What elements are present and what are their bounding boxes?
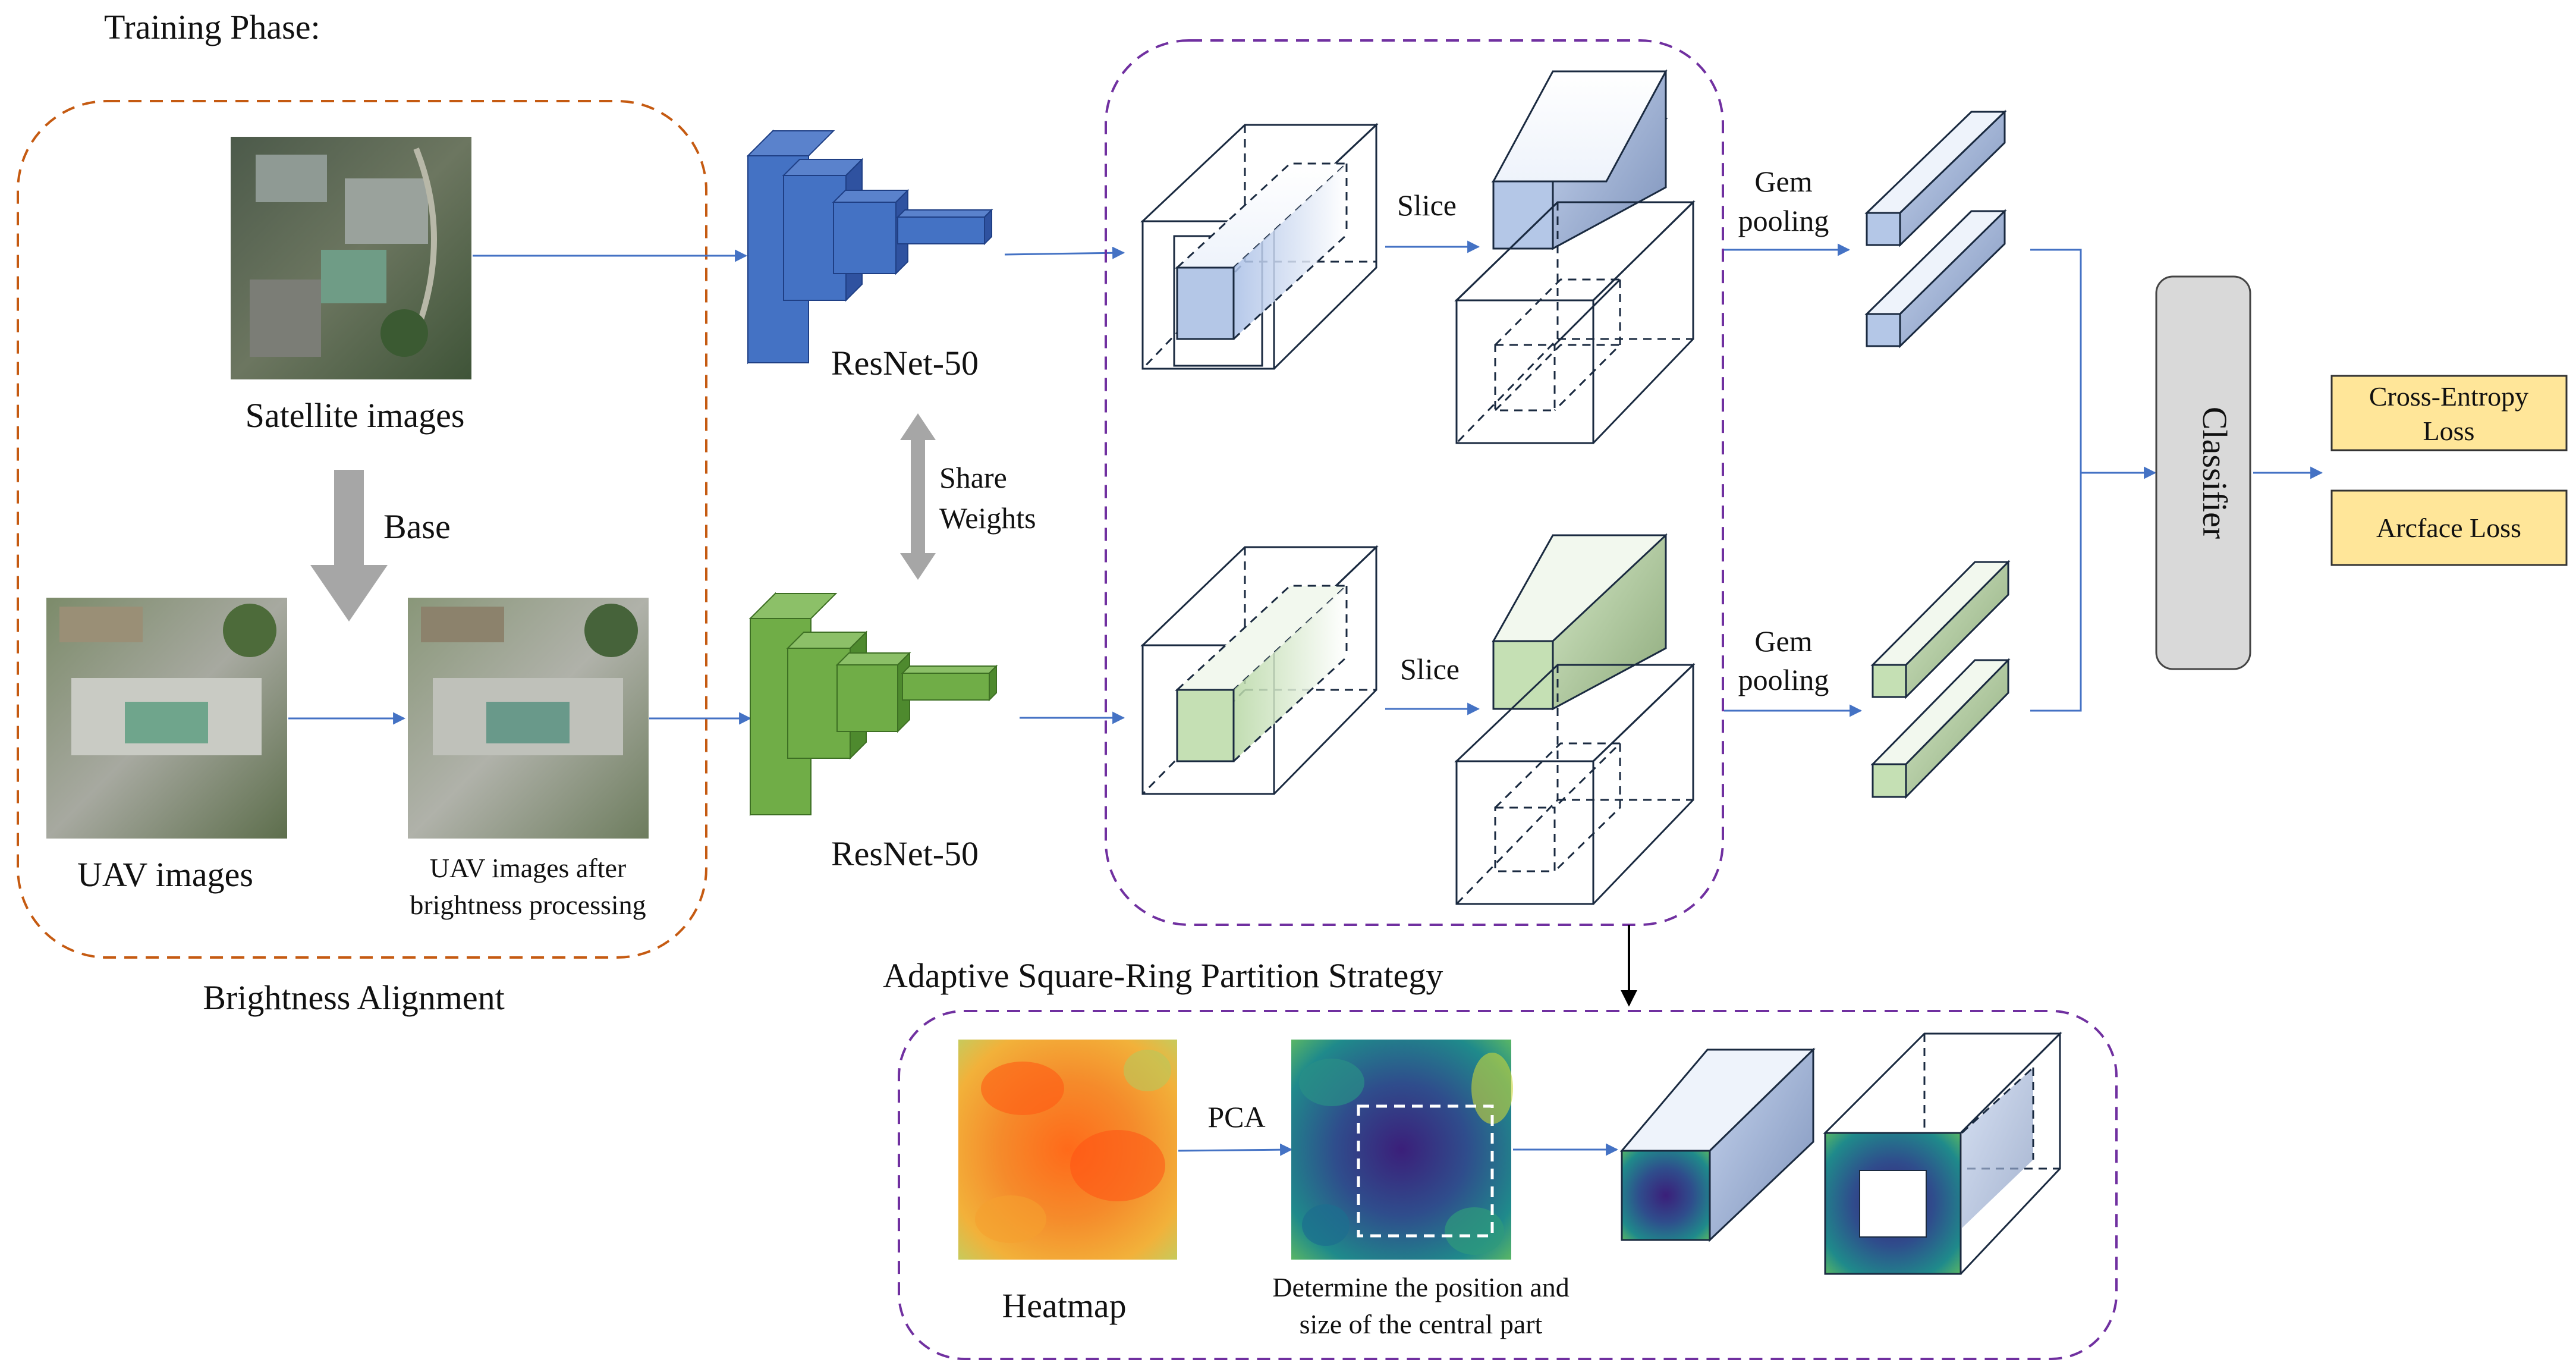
gem-pooling-bottom-line1: Gem — [1754, 624, 1812, 658]
share-weights-arrow — [900, 413, 936, 580]
resnet-bottom-label: ResNet-50 — [831, 834, 979, 873]
slice-top-label: Slice — [1397, 189, 1457, 222]
arcface-loss-box — [2330, 489, 2568, 566]
strategy-box — [898, 1010, 2118, 1360]
satellite-images-label: Satellite images — [246, 396, 465, 435]
pooled-vector-top-1 — [1864, 109, 2007, 247]
determine-line2: size of the central part — [1300, 1309, 1543, 1339]
gem-pooling-top-line2: pooling — [1738, 204, 1829, 237]
classifier-block — [2155, 275, 2251, 670]
resnet-blue-icon — [746, 129, 993, 365]
uav-images-label: UAV images — [77, 855, 253, 894]
feature-block-bottom — [1140, 545, 1379, 795]
slice-bottom-label: Slice — [1400, 652, 1460, 686]
uav-processed-label-line2: brightness processing — [410, 890, 646, 920]
determine-line1: Determine the position and — [1272, 1272, 1569, 1302]
arcface-loss-label: Arcface Loss — [2376, 513, 2521, 543]
pca-arrow — [1178, 1143, 1293, 1156]
slice-output-bar-top — [1491, 69, 1668, 250]
classifier-label: Classifier — [2196, 407, 2234, 539]
pooled-vector-bottom-1 — [1870, 560, 2011, 699]
resnet-top-label: ResNet-50 — [831, 344, 979, 382]
uav-processed-image — [408, 598, 649, 839]
pooled-vector-bottom-2 — [1870, 658, 2011, 799]
uav-processed-label-line1: UAV images after — [430, 853, 626, 883]
cross-entropy-loss-box — [2330, 375, 2568, 451]
resnet-green-icon — [748, 592, 998, 817]
share-weights-line2: Weights — [939, 501, 1036, 535]
features-bracket — [2030, 249, 2082, 712]
slice-output-ring-top — [1454, 200, 1696, 444]
feature-block-top — [1140, 123, 1379, 370]
pca-label: PCA — [1207, 1100, 1265, 1134]
heatmap-label: Heatmap — [1002, 1286, 1126, 1325]
pca-map-image — [1291, 1040, 1513, 1260]
base-down-arrow — [310, 470, 388, 621]
brightness-alignment-box — [17, 100, 707, 959]
partition-box — [1105, 39, 1724, 926]
training-phase-title: Training Phase: — [104, 8, 320, 46]
gem-pooling-top-line1: Gem — [1754, 165, 1812, 198]
slice-output-ring-bottom — [1454, 663, 1696, 905]
ring-part-cube — [1823, 1031, 2062, 1275]
share-weights-line1: Share — [939, 461, 1007, 494]
strategy-caption: Adaptive Square-Ring Partition Strategy — [883, 956, 1443, 995]
uav-image — [46, 598, 287, 839]
heatmap-image — [958, 1040, 1177, 1260]
gem-pooling-bottom-line2: pooling — [1738, 663, 1829, 696]
cross-entropy-line2: Loss — [2423, 416, 2475, 446]
brightness-alignment-caption: Brightness Alignment — [203, 978, 505, 1017]
cross-entropy-line1: Cross-Entropy — [2369, 381, 2528, 412]
resnet-top-to-partition-arrow — [1004, 246, 1125, 259]
satellite-image — [231, 137, 471, 379]
slice-output-bar-bottom — [1492, 533, 1668, 711]
base-label: Base — [383, 507, 451, 546]
pooled-vector-top-2 — [1864, 209, 2007, 349]
central-part-bar — [1619, 1047, 1816, 1242]
